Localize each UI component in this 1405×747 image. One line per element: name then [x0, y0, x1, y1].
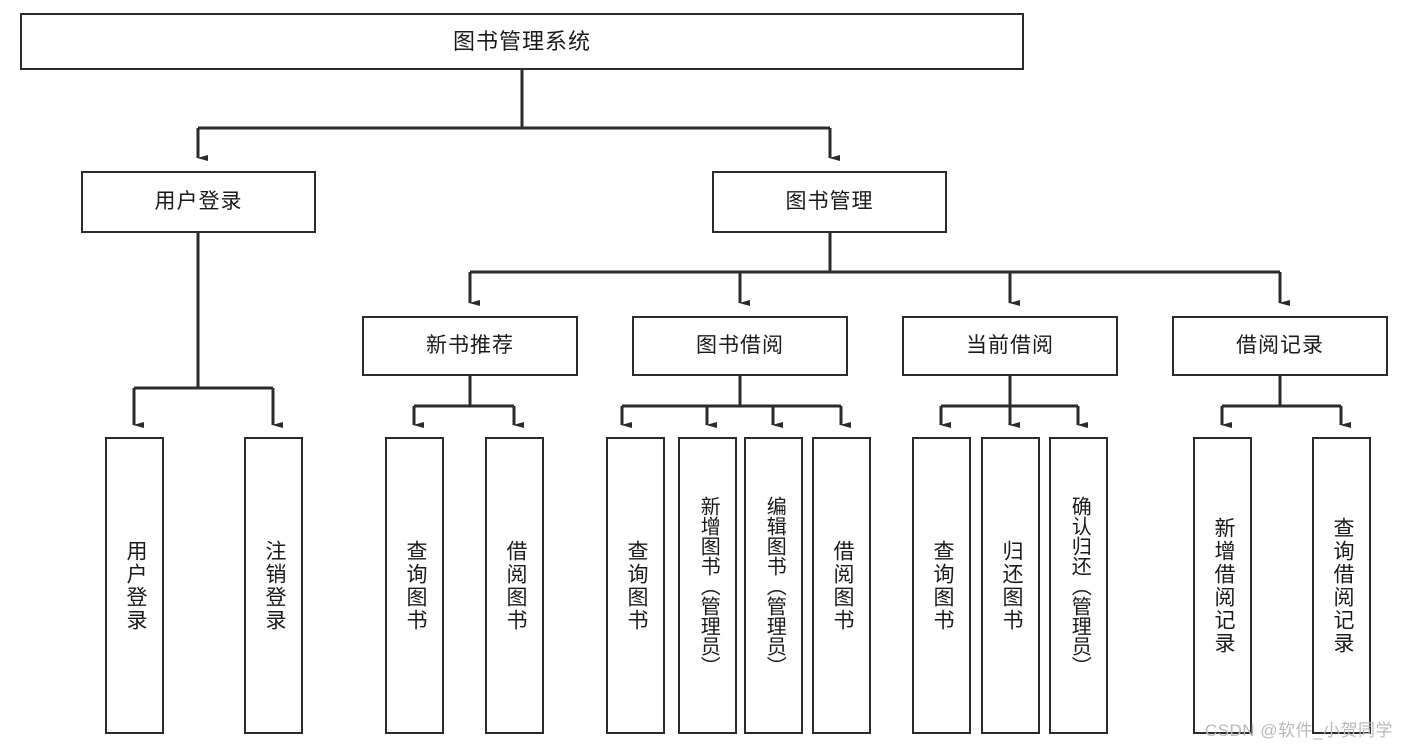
node-book-borrow[interactable]: 图书借阅: [632, 316, 848, 376]
node-book-management[interactable]: 图书管理: [712, 171, 947, 233]
node-label: 图书管理系统: [452, 28, 591, 54]
leaf-new-book-borrow[interactable]: 借阅图书: [485, 437, 544, 734]
leaf-record-add[interactable]: 新增借阅记录: [1193, 437, 1252, 734]
node-label: 归还图书: [999, 539, 1023, 632]
leaf-book-borrow-query[interactable]: 查询图书: [606, 437, 665, 734]
node-label: 注销登录: [262, 539, 286, 632]
node-label: 查询借阅记录: [1330, 516, 1354, 655]
node-label: 当前借阅: [966, 333, 1054, 357]
node-label: 借阅记录: [1236, 333, 1324, 357]
node-root-system[interactable]: 图书管理系统: [20, 13, 1024, 70]
leaf-user-login-logout[interactable]: 注销登录: [244, 437, 303, 734]
node-user-login[interactable]: 用户登录: [81, 171, 316, 233]
node-new-book-recommend[interactable]: 新书推荐: [362, 316, 578, 376]
node-borrow-record[interactable]: 借阅记录: [1172, 316, 1388, 376]
leaf-current-borrow-return[interactable]: 归还图书: [981, 437, 1040, 734]
node-label: 查询图书: [624, 539, 648, 632]
node-label: 用户登录: [123, 539, 147, 632]
node-label: 查询图书: [403, 539, 427, 632]
node-label: 借阅图书: [830, 539, 854, 632]
node-label: 查询图书: [930, 539, 954, 632]
leaf-current-borrow-query[interactable]: 查询图书: [912, 437, 971, 734]
leaf-record-query[interactable]: 查询借阅记录: [1312, 437, 1371, 734]
node-label: 图书借阅: [696, 333, 784, 357]
leaf-new-book-query[interactable]: 查询图书: [385, 437, 444, 734]
node-current-borrow[interactable]: 当前借阅: [902, 316, 1118, 376]
leaf-book-borrow-edit-admin[interactable]: 编辑图书（管理员）: [744, 437, 803, 734]
node-label: 新增借阅记录: [1211, 516, 1235, 655]
node-label: 编辑图书（管理员）: [763, 495, 786, 676]
leaf-current-borrow-confirm-admin[interactable]: 确认归还（管理员）: [1049, 437, 1108, 734]
leaf-user-login-login[interactable]: 用户登录: [105, 437, 164, 734]
node-label: 新增图书（管理员）: [697, 495, 720, 676]
csdn-watermark: CSDN @软件_小贺同学: [1204, 721, 1393, 740]
node-label: 确认归还（管理员）: [1068, 495, 1091, 676]
node-label: 图书管理: [785, 189, 874, 213]
node-label: 借阅图书: [503, 539, 527, 632]
leaf-book-borrow-borrow[interactable]: 借阅图书: [812, 437, 871, 734]
node-label: 新书推荐: [426, 333, 514, 357]
node-label: 用户登录: [154, 189, 243, 213]
leaf-book-borrow-add-admin[interactable]: 新增图书（管理员）: [678, 437, 737, 734]
